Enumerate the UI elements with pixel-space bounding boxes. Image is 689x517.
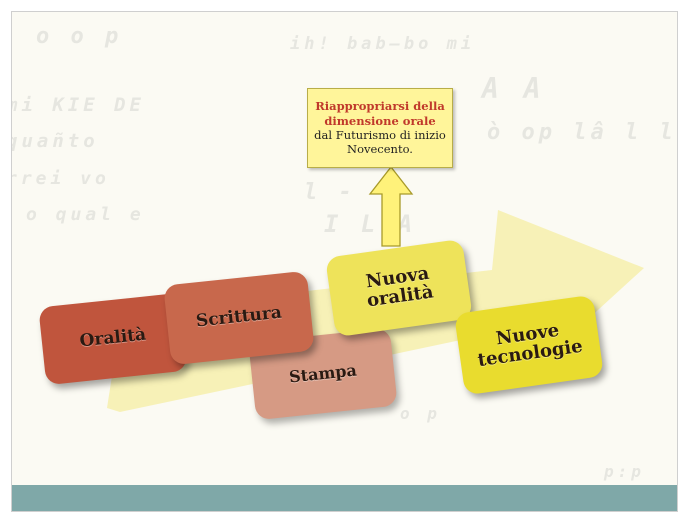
callout-line: Novecento. [347,142,413,157]
block-label: Scrittura [195,302,283,332]
bg-text: p:p [604,462,645,481]
callout-line: dal Futurismo di inizio [314,128,446,142]
callout-line: dimensione orale [324,113,436,128]
bg-text: A A [482,72,545,105]
callout-line: Riappropriarsi della [315,99,445,114]
bg-text: o p [400,404,441,423]
slide: o o p ih! bab—bo mi mi KIE DE quañto rre… [11,11,678,512]
bg-text: o qual e [26,204,145,225]
bg-text: ò op lâ l l a a [487,120,677,145]
bg-text: o o p [36,24,123,49]
block-label: Nuova oralità [364,262,435,312]
up-arrow [368,166,414,247]
bg-text: quañto [11,130,99,152]
callout-box: Riappropriarsi della dimensione orale da… [307,88,453,168]
block-label: Oralità [78,324,148,352]
bg-text: ih! bab—bo mi [290,34,476,54]
block-scrittura: Scrittura [163,270,315,366]
bg-text: rrei vo [11,168,110,189]
block-label: Stampa [288,360,358,387]
footer-bar [12,485,677,511]
block-label: Nuove tecnologie [476,319,584,372]
bg-text: mi KIE DE [11,94,145,116]
